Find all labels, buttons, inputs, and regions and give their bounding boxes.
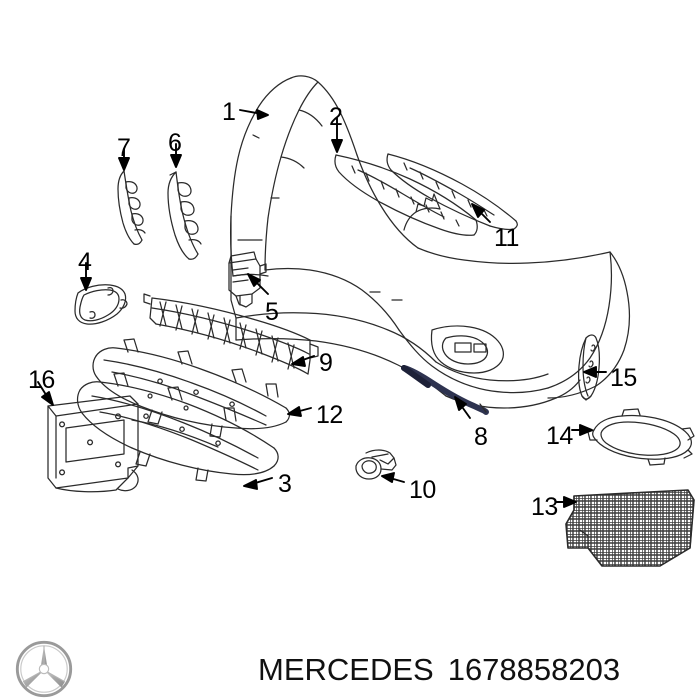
upper-trim-strip bbox=[334, 154, 478, 236]
right-side-bracket bbox=[167, 171, 202, 260]
impact-absorber bbox=[143, 293, 319, 375]
footer-caption: MERCEDES 1678858203 bbox=[258, 652, 620, 688]
callout-6: 6 bbox=[168, 129, 182, 157]
grille-slat bbox=[386, 153, 518, 230]
callout-8: 8 bbox=[474, 423, 488, 451]
corner-trim bbox=[578, 334, 600, 401]
callout-3: 3 bbox=[278, 470, 292, 498]
callout-9: 9 bbox=[319, 349, 333, 377]
lower-grille-frame bbox=[76, 372, 279, 482]
callout-16: 16 bbox=[28, 366, 55, 394]
left-side-bracket bbox=[117, 170, 146, 245]
tow-hook-cover bbox=[74, 284, 128, 325]
callout-arrows bbox=[37, 109, 607, 508]
sensor-bracket bbox=[228, 251, 267, 308]
callout-2: 2 bbox=[329, 103, 343, 131]
callout-7: 7 bbox=[117, 134, 131, 162]
callout-15: 15 bbox=[610, 364, 637, 392]
callout-12: 12 bbox=[316, 401, 343, 429]
callout-1: 1 bbox=[222, 98, 236, 126]
mesh-grille-insert bbox=[565, 489, 695, 567]
callout-5: 5 bbox=[265, 298, 279, 326]
callout-14: 14 bbox=[546, 422, 573, 450]
reinforcement-bar bbox=[92, 338, 290, 438]
licence-plate-holder bbox=[47, 395, 139, 493]
callout-10: 10 bbox=[409, 476, 436, 504]
callout-13: 13 bbox=[531, 493, 558, 521]
callout-11: 11 bbox=[494, 224, 519, 252]
brand-name: MERCEDES bbox=[258, 652, 434, 687]
mercedes-star-logo bbox=[15, 640, 73, 698]
footer-bar bbox=[0, 620, 700, 700]
fog-lamp-bezel bbox=[587, 408, 695, 466]
park-sensor bbox=[355, 449, 397, 480]
part-number: 1678858203 bbox=[447, 652, 621, 687]
parts-drawing bbox=[37, 75, 695, 567]
callout-4: 4 bbox=[78, 248, 92, 276]
